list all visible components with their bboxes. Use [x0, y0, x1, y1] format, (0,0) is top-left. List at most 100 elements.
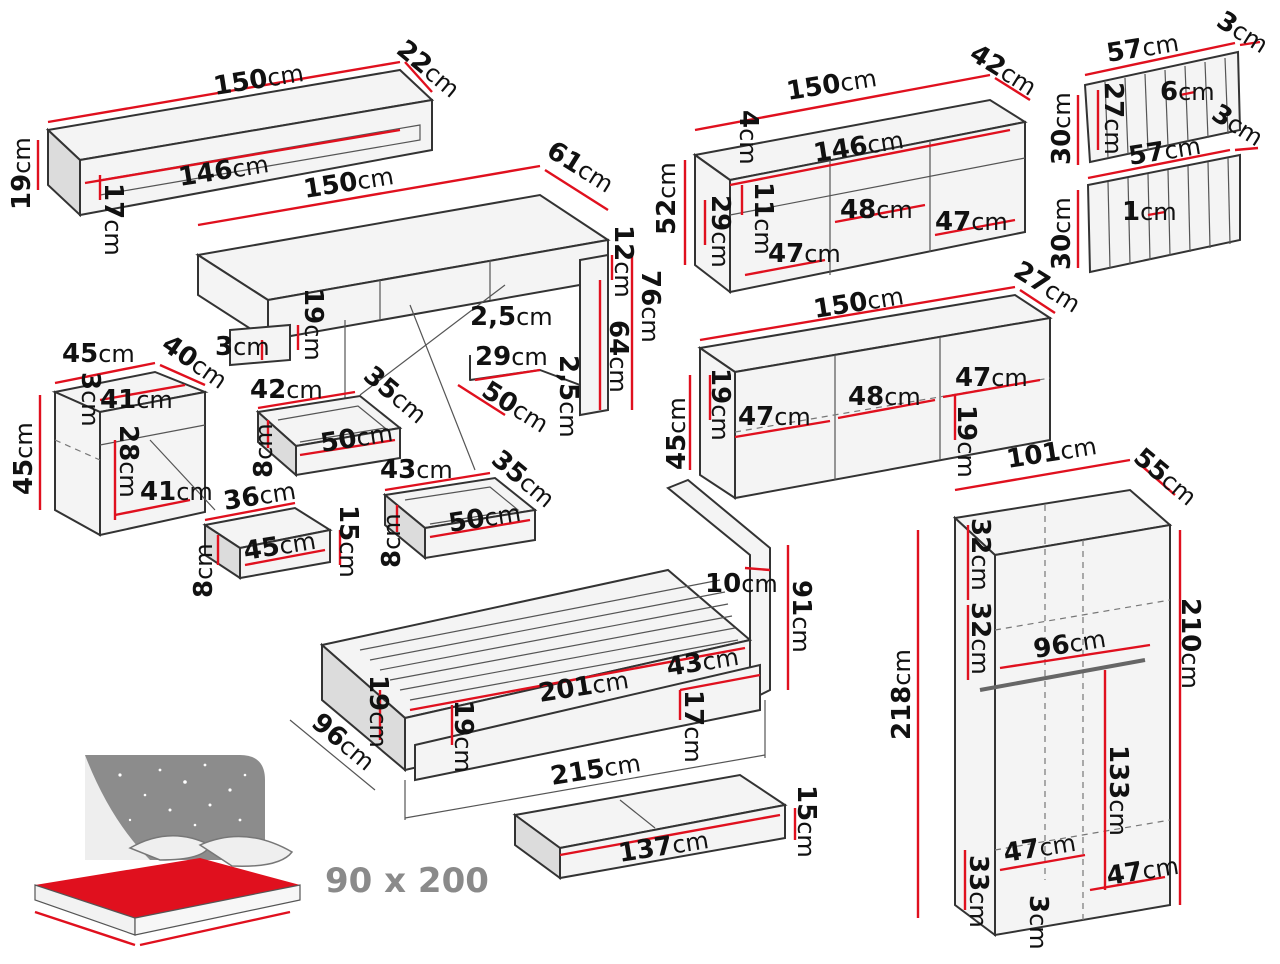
dim-label: 41: [140, 477, 176, 507]
desk-drawer-b: [382, 471, 538, 561]
svg-text:146cm: 146cm: [176, 149, 270, 193]
dim-label: 45: [241, 532, 281, 567]
svg-text:47cm: 47cm: [738, 402, 811, 432]
dim-label: 50: [318, 424, 358, 459]
svg-text:41cm: 41cm: [140, 477, 213, 507]
dim-label: 150: [784, 69, 842, 107]
dim-label: 15: [333, 505, 363, 541]
dim-label: 8: [189, 580, 219, 598]
dim-label: 4: [733, 110, 763, 128]
dim-label: 47: [955, 363, 991, 393]
dim-label: 12: [608, 225, 638, 261]
dim-label: 47: [1104, 857, 1144, 892]
dim-label: 150: [811, 287, 869, 325]
svg-text:3cm: 3cm: [75, 372, 105, 427]
dim-label: 1: [1122, 197, 1140, 227]
dim-label: 3: [215, 332, 233, 362]
dim-label: 47: [738, 402, 774, 432]
dim-label: 32: [965, 518, 995, 554]
wall-shelf: [36, 60, 435, 218]
dresser: [683, 73, 1031, 295]
dim-label: 17: [98, 183, 128, 219]
dim-label: 27: [1098, 82, 1128, 118]
svg-text:133cm: 133cm: [1103, 745, 1133, 836]
svg-text:146cm: 146cm: [811, 125, 905, 169]
dim-label: 11: [748, 182, 778, 218]
svg-text:8cm: 8cm: [249, 423, 279, 478]
svg-text:64cm: 64cm: [603, 320, 633, 393]
svg-text:45cm: 45cm: [241, 526, 318, 567]
svg-text:8cm: 8cm: [189, 543, 219, 598]
dim-label: 57: [1104, 34, 1144, 69]
svg-text:17cm: 17cm: [98, 183, 128, 256]
desk: [195, 164, 634, 471]
dim-label: 8: [377, 550, 407, 568]
svg-text:50cm: 50cm: [446, 498, 523, 539]
svg-text:61cm: 61cm: [541, 135, 619, 199]
svg-text:45cm: 45cm: [9, 422, 39, 495]
svg-text:48cm: 48cm: [848, 382, 921, 412]
dim-label: 3: [75, 372, 105, 390]
svg-text:36cm: 36cm: [221, 476, 298, 517]
svg-text:47cm: 47cm: [1001, 828, 1078, 869]
bed: [289, 478, 790, 820]
dim-label: 2,5: [553, 355, 583, 401]
svg-text:29cm: 29cm: [705, 195, 735, 268]
svg-text:45cm: 45cm: [662, 397, 692, 470]
svg-text:47cm: 47cm: [935, 207, 1008, 237]
dim-label: 33: [963, 855, 993, 891]
svg-text:3cm: 3cm: [1211, 5, 1273, 59]
dim-label: 19: [951, 405, 981, 441]
mattress-icon: [34, 755, 301, 947]
dim-label: 210: [1175, 598, 1205, 652]
svg-text:30cm: 30cm: [1047, 197, 1077, 270]
svg-text:210cm: 210cm: [1175, 598, 1205, 689]
dim-label: 42: [250, 375, 286, 405]
svg-text:19cm: 19cm: [7, 137, 37, 210]
dim-label: 50: [446, 504, 486, 539]
desk-drawer-a: [255, 390, 403, 478]
svg-text:19cm: 19cm: [298, 288, 328, 361]
svg-text:32cm: 32cm: [965, 602, 995, 675]
dim-label: 218: [887, 686, 917, 740]
svg-text:42cm: 42cm: [250, 375, 323, 405]
svg-text:19cm: 19cm: [951, 405, 981, 478]
nightstand: [38, 361, 216, 537]
dim-label: 43: [380, 455, 416, 485]
svg-text:47cm: 47cm: [1104, 851, 1181, 892]
dim-label: 48: [848, 382, 884, 412]
dim-label: 48: [840, 195, 876, 225]
svg-text:2,5cm: 2,5cm: [553, 355, 583, 438]
dim-label: 17: [678, 690, 708, 726]
dim-label: 30: [1047, 234, 1077, 270]
dim-label: 47: [768, 239, 804, 269]
dim-label: 28: [113, 425, 143, 461]
dim-label: 76: [635, 270, 665, 306]
dim-label: 43: [664, 648, 704, 683]
svg-text:57cm: 57cm: [1104, 28, 1181, 69]
svg-text:48cm: 48cm: [840, 195, 913, 225]
dim-label: 215: [548, 754, 606, 792]
dim-label: 96: [1031, 630, 1071, 665]
svg-text:47cm: 47cm: [768, 239, 841, 269]
svg-text:29cm: 29cm: [475, 342, 548, 372]
dim-label: 8: [249, 460, 279, 478]
svg-text:50cm: 50cm: [476, 375, 554, 439]
svg-text:19cm: 19cm: [448, 700, 478, 773]
svg-text:1cm: 1cm: [1122, 197, 1177, 227]
svg-text:137cm: 137cm: [616, 825, 710, 869]
svg-text:3cm: 3cm: [215, 332, 270, 362]
svg-text:76cm: 76cm: [635, 270, 665, 343]
dim-label: 3: [1023, 895, 1053, 913]
svg-text:215cm: 215cm: [548, 748, 642, 792]
dim-label: 19: [363, 675, 393, 711]
svg-text:28cm: 28cm: [113, 425, 143, 498]
night-sky-icon: [85, 755, 265, 860]
svg-text:50cm: 50cm: [318, 418, 395, 459]
svg-text:2,5cm: 2,5cm: [470, 302, 553, 332]
dim-label: 52: [652, 199, 682, 235]
svg-text:8cm: 8cm: [377, 513, 407, 568]
svg-text:11cm: 11cm: [748, 182, 778, 255]
svg-text:19cm: 19cm: [363, 675, 393, 748]
